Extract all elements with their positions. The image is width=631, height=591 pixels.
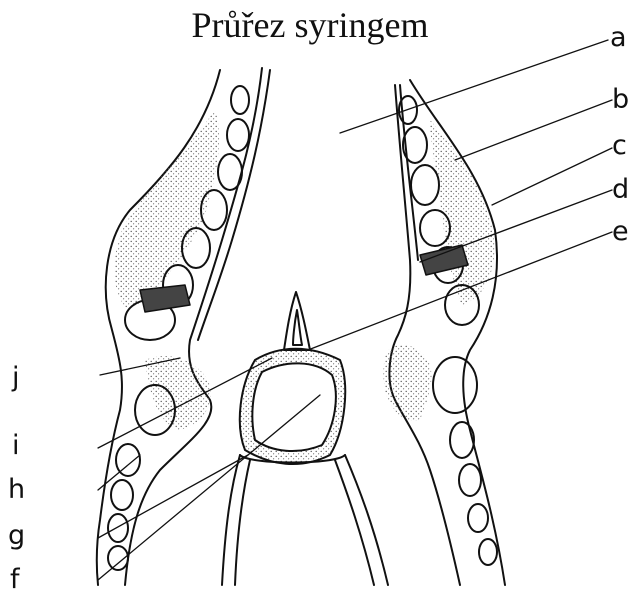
left-dark-band [140, 285, 190, 312]
label-i: i [12, 432, 20, 459]
label-h: h [8, 476, 25, 503]
label-j: j [12, 364, 20, 391]
label-c: c [612, 132, 627, 159]
label-f: f [10, 566, 20, 591]
trachea-walls [222, 455, 388, 585]
left-bronchus-wall [97, 68, 270, 585]
pessulus [284, 292, 310, 350]
label-b: b [612, 86, 629, 113]
label-e: e [612, 218, 629, 245]
right-stippled-pad [383, 345, 431, 421]
label-g: g [8, 522, 25, 549]
leader-lines [98, 40, 612, 580]
label-d: d [612, 176, 629, 203]
label-a: a [610, 24, 627, 51]
trachea-lumen [252, 363, 335, 451]
